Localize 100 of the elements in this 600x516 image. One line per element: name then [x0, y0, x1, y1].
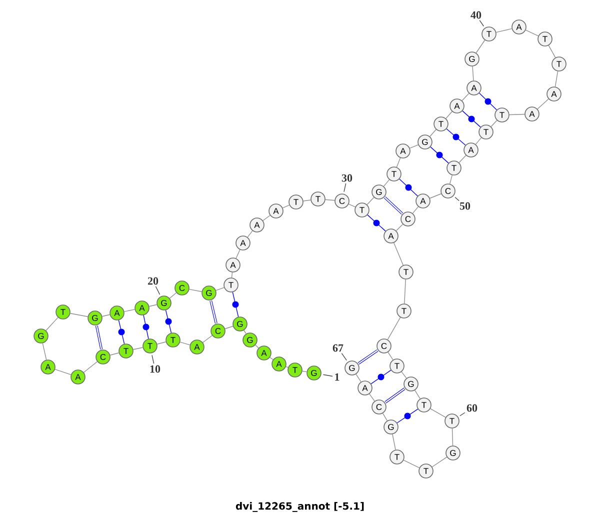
backbone-line	[472, 66, 474, 81]
backbone-line	[236, 249, 240, 259]
backbone-line	[255, 344, 259, 348]
backbone-line	[262, 215, 270, 221]
position-number: 1	[335, 373, 340, 381]
base-pair-line	[384, 388, 406, 404]
base-pair-line	[358, 349, 378, 364]
backbone-line	[452, 428, 454, 446]
backbone-line	[188, 289, 202, 292]
base-pair-line	[367, 214, 386, 232]
backbone-line	[54, 368, 72, 375]
backbone-line	[458, 155, 466, 163]
backbone-line	[244, 330, 246, 334]
leader-line	[454, 196, 460, 202]
leader-line	[460, 412, 466, 416]
backbone-line	[169, 292, 177, 299]
backbone-line	[302, 200, 312, 202]
backbone-line	[132, 347, 144, 350]
base-pair-line	[446, 128, 466, 146]
backbone-line	[509, 114, 525, 116]
backbone-line	[554, 70, 558, 88]
backbone-line	[387, 317, 401, 340]
backbone-line	[430, 193, 442, 199]
backbone-line	[382, 412, 388, 421]
position-number: 60	[466, 404, 478, 412]
base-pair-line	[165, 310, 172, 334]
backbone-line	[496, 28, 512, 33]
backbone-line	[537, 98, 549, 110]
backbone-line	[102, 314, 110, 317]
backbone-line	[432, 456, 448, 468]
backbone-line	[282, 204, 290, 208]
backbone-line	[348, 204, 356, 208]
position-number: 40	[470, 11, 482, 19]
leader-line	[152, 354, 154, 364]
position-number: 10	[150, 365, 160, 373]
position-number: 30	[342, 174, 352, 182]
backbone-line	[430, 408, 446, 418]
base-pair-line	[118, 320, 125, 344]
backbone-line	[231, 272, 233, 278]
backbone-line	[525, 30, 539, 36]
backbone-line	[476, 40, 486, 54]
backbone-line	[180, 342, 190, 346]
backbone-line	[325, 199, 335, 201]
backbone-line	[156, 342, 166, 344]
base-pair-line	[142, 314, 150, 340]
leader-line	[479, 20, 484, 27]
base-pair-line	[462, 110, 481, 128]
backbone-line	[286, 366, 288, 368]
base-pair-line	[396, 408, 418, 424]
backbone-line	[148, 304, 158, 307]
leader-line	[341, 352, 347, 361]
backbone-line	[548, 45, 556, 58]
backbone-line	[475, 137, 482, 145]
base-pair-line	[210, 300, 218, 324]
backbone-line	[404, 279, 406, 304]
leader-line	[155, 286, 160, 295]
backbone-line	[412, 206, 419, 214]
backbone-line	[394, 242, 404, 266]
backbone-line	[414, 390, 420, 400]
backbone-line	[396, 224, 404, 232]
base-pair-line	[232, 292, 239, 318]
leader-line	[322, 374, 333, 377]
position-number: 67	[332, 344, 344, 352]
backbone-line	[224, 326, 234, 330]
leader-line	[344, 183, 346, 192]
backbone-line	[302, 370, 308, 372]
base-pair-line	[399, 178, 418, 196]
backbone-line	[410, 144, 418, 149]
backbone-line	[401, 371, 407, 378]
backbone-line	[83, 361, 98, 373]
base-pair-line	[384, 196, 404, 214]
backbone-line	[124, 309, 136, 312]
backbone-line	[446, 111, 452, 119]
backbone-line	[247, 230, 253, 238]
backbone-line	[392, 434, 396, 450]
backbone-line	[356, 374, 362, 382]
backbone-line	[388, 352, 394, 360]
backbone-line	[396, 158, 401, 168]
backbone-line	[403, 460, 420, 468]
backbone-line	[450, 174, 452, 184]
backbone-line	[70, 313, 88, 317]
base-pair-line	[370, 370, 392, 384]
backbone-line	[490, 120, 498, 127]
backbone-line	[383, 179, 390, 187]
base-pair-line	[478, 92, 498, 110]
base-pair-line	[95, 325, 103, 350]
backbone-line	[270, 357, 274, 360]
position-number: 50	[460, 202, 470, 210]
backbone-line	[430, 129, 436, 137]
backbone-line	[216, 287, 224, 291]
backbone-line	[110, 352, 120, 356]
base-pair-line	[430, 146, 449, 164]
backbone-line	[46, 317, 58, 331]
backbone-line	[42, 342, 47, 360]
title: dvi_12265_annot [-5.1]	[236, 502, 364, 512]
backbone-line	[462, 93, 470, 101]
backbone-line	[202, 335, 212, 343]
position-number: 20	[148, 277, 158, 285]
backbone-line	[369, 394, 375, 402]
backbone-line	[366, 197, 374, 205]
